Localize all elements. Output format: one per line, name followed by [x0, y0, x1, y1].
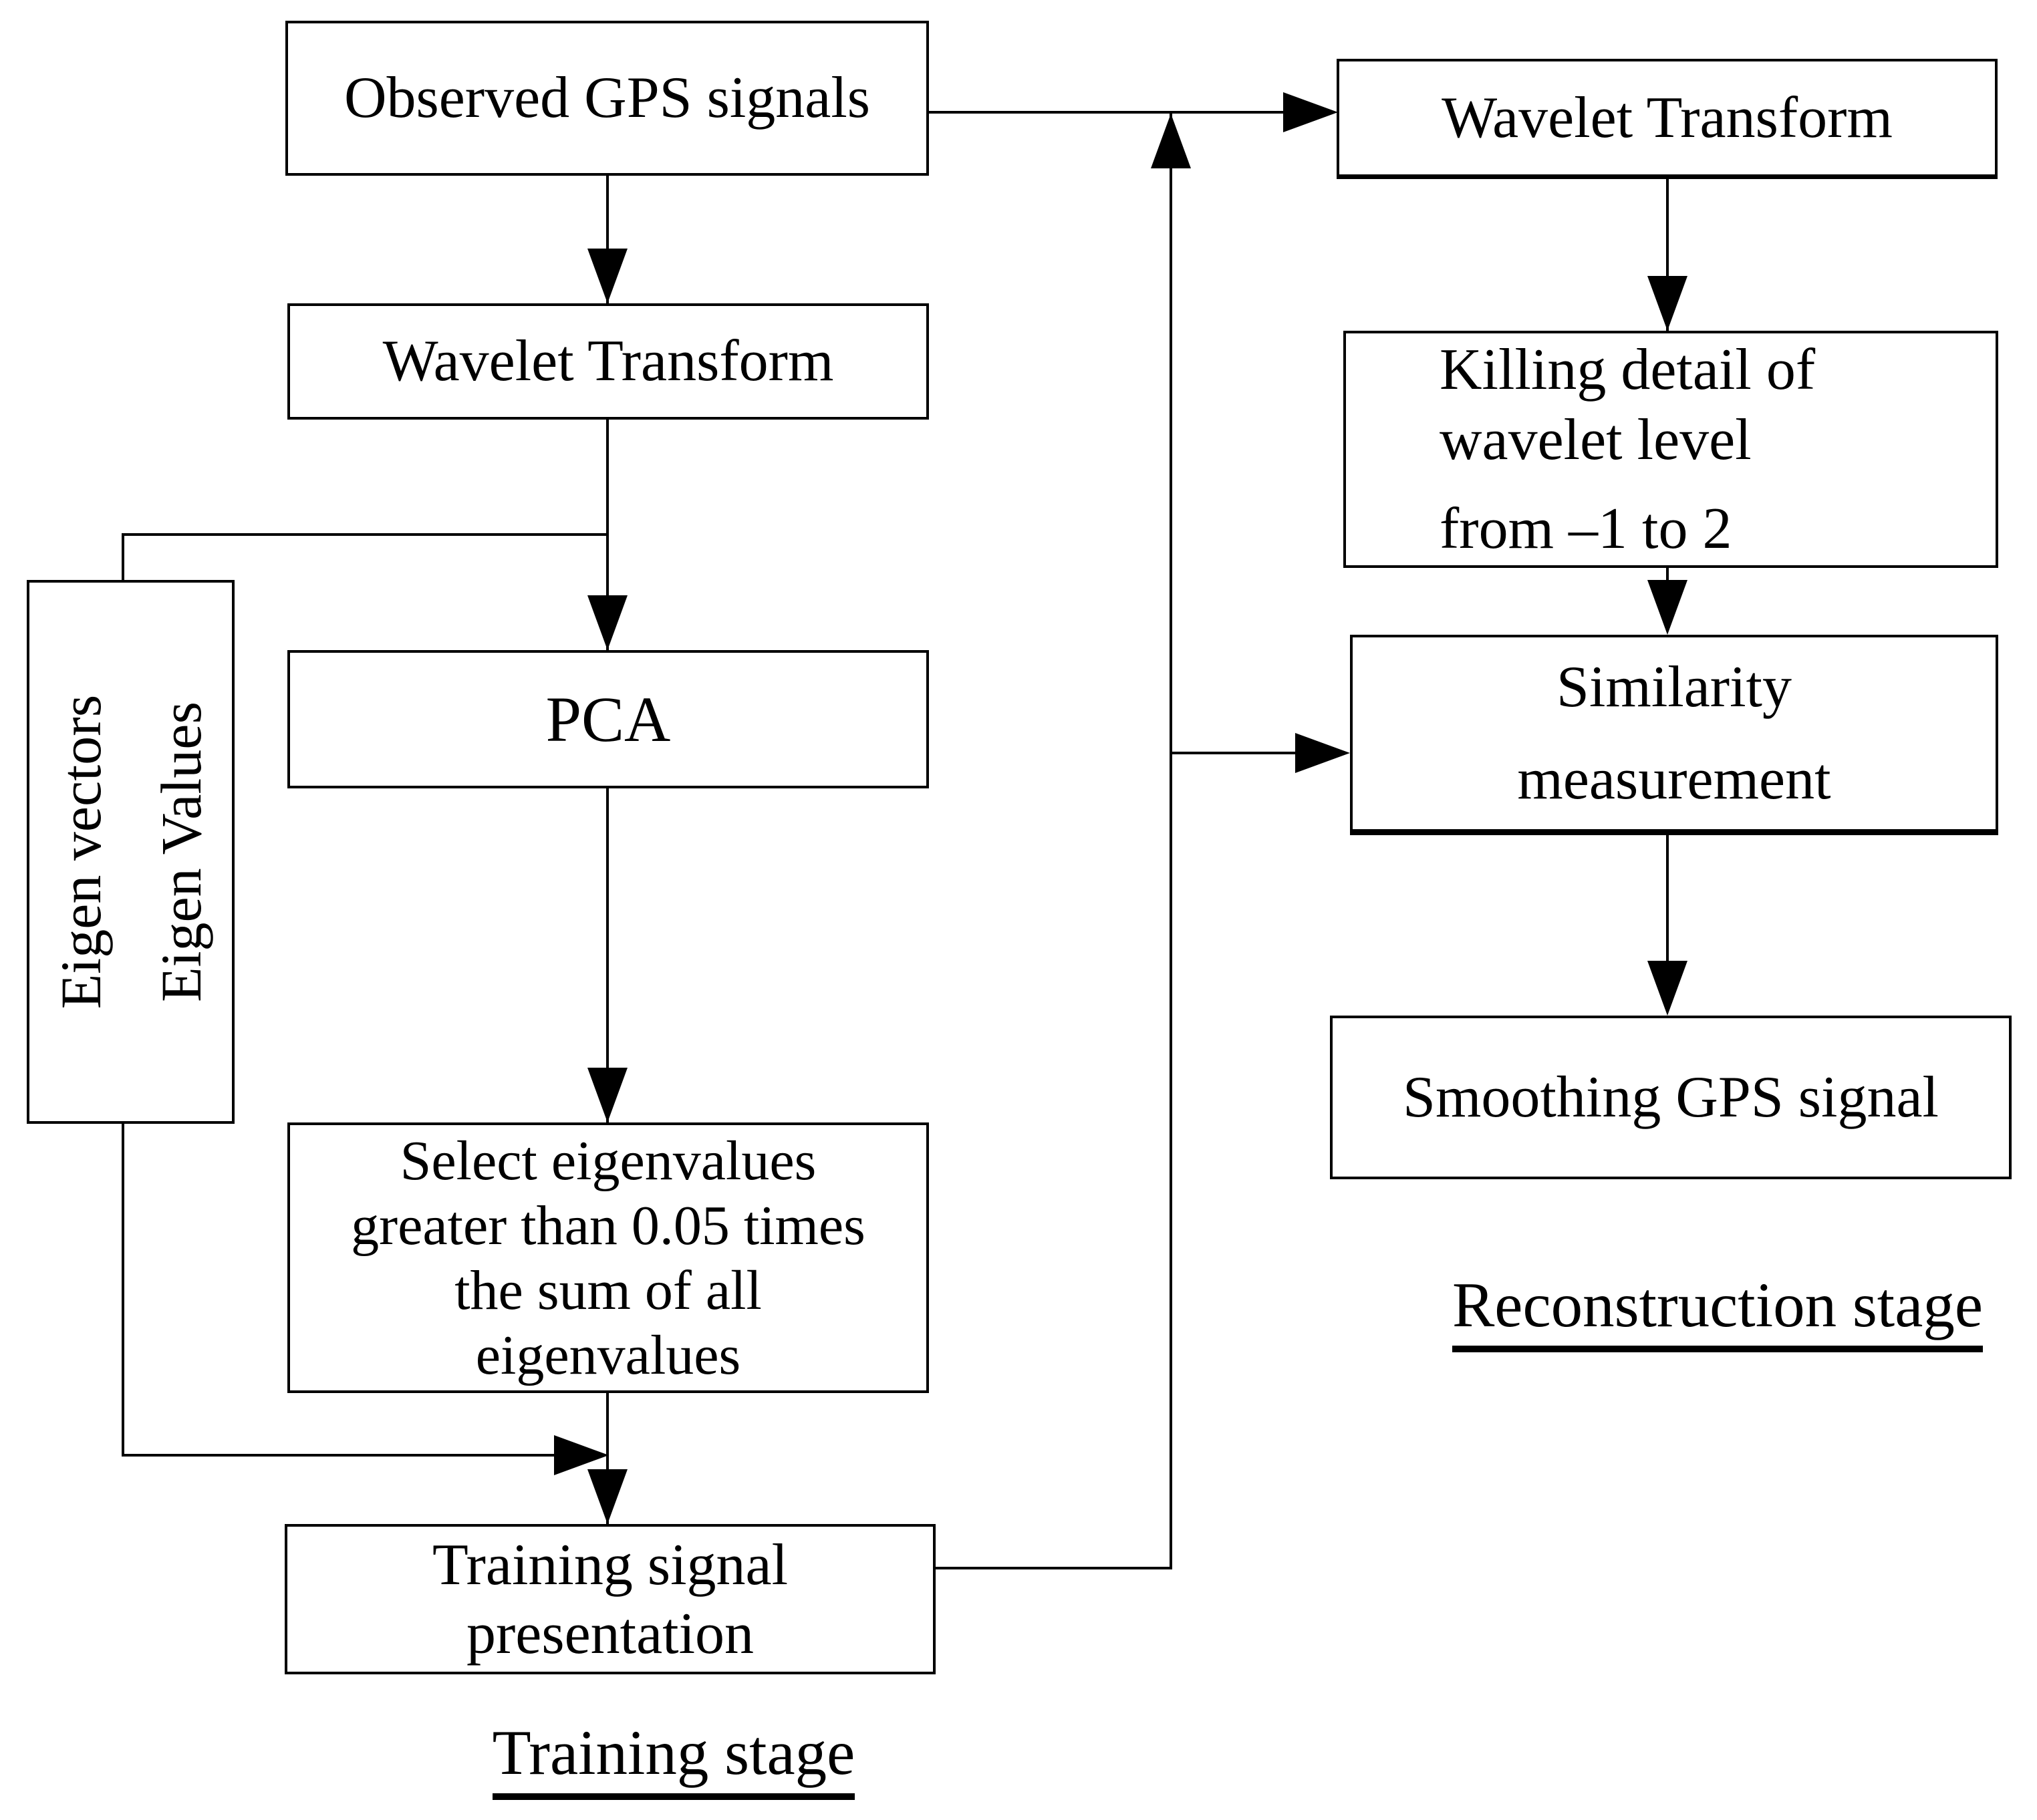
- node-label-line: Killing detail of: [1440, 337, 1816, 402]
- node-label-line: Eigen vectors: [48, 694, 113, 1010]
- arrowhead-down-wavelet: [587, 249, 628, 303]
- node-label-line: wavelet level: [1440, 408, 1752, 472]
- connector-feedback-vertical: [1170, 114, 1172, 1569]
- connector-rwavelet-to-killing: [1666, 179, 1669, 333]
- node-wavelet-transform-reconstruction: Wavelet Transform: [1337, 59, 1998, 179]
- arrowhead-right-merge: [554, 1435, 609, 1475]
- node-label-line: the sum of all: [454, 1259, 762, 1322]
- rotated-text: Eigen vectors Eigen Values: [31, 695, 231, 1009]
- connector-eigen-bottom-vertical: [122, 1124, 124, 1457]
- arrowhead-right-wavelet-reconstruction: [1283, 92, 1338, 132]
- node-label: Smoothing GPS signal: [1403, 1064, 1939, 1130]
- arrowhead-down-similarity: [1647, 580, 1687, 635]
- connector-training-exit-horizontal: [936, 1567, 1172, 1569]
- node-wavelet-transform-training: Wavelet Transform: [287, 303, 929, 420]
- node-label-line: Select eigenvalues: [400, 1129, 817, 1192]
- connector-eigen-bottom-horizontal: [122, 1454, 554, 1457]
- arrowhead-down-killing: [1647, 276, 1687, 331]
- connector-similarity-to-smoothing: [1666, 835, 1669, 965]
- label-training-stage: Training stage: [473, 1716, 874, 1800]
- node-label-line: Eigen Values: [148, 702, 213, 1002]
- node-label-line: Similarity: [1556, 654, 1792, 720]
- node-label: Wavelet Transform: [382, 329, 834, 394]
- connector-select-to-training: [606, 1393, 609, 1524]
- connector-observed-to-reconstruction: [929, 111, 1284, 114]
- node-training-signal-presentation: Training signal presentation: [285, 1524, 936, 1674]
- connector-killing-to-similarity: [1666, 568, 1669, 588]
- label-reconstruction-stage: Reconstruction stage: [1410, 1268, 2025, 1352]
- connector-pca-to-select: [606, 788, 609, 1122]
- node-killing-detail-wavelet-level: Killing detail of wavelet level from –1 …: [1343, 331, 1998, 568]
- node-label: Wavelet Transform: [1442, 85, 1893, 150]
- connector-branch-to-similarity: [1170, 752, 1297, 754]
- arrowhead-down-training: [587, 1469, 628, 1524]
- node-smoothing-gps-signal: Smoothing GPS signal: [1330, 1016, 2012, 1179]
- node-label-line: from –1 to 2: [1440, 496, 1732, 561]
- node-eigen-vectors-values: Eigen vectors Eigen Values: [27, 580, 235, 1124]
- node-label-line: greater than 0.05 times: [351, 1194, 865, 1257]
- node-label-line: eigenvalues: [475, 1324, 741, 1386]
- node-label: PCA: [545, 683, 671, 755]
- node-label-line: Training signal: [432, 1532, 789, 1598]
- node-label-line: measurement: [1517, 746, 1831, 812]
- connector-branch-to-eigen-vertical: [122, 533, 124, 580]
- connector-observed-to-wavelet: [606, 176, 609, 303]
- node-label: Observed GPS signals: [344, 65, 871, 131]
- connector-branch-to-eigen-horizontal: [122, 533, 609, 536]
- node-similarity-measurement: Similarity measurement: [1350, 635, 1998, 835]
- arrowhead-right-similarity: [1295, 733, 1350, 773]
- node-label-line: presentation: [466, 1601, 755, 1666]
- arrowhead-down-pca: [587, 595, 628, 650]
- arrowhead-down-smoothing: [1647, 961, 1687, 1016]
- node-pca: PCA: [287, 650, 929, 788]
- node-observed-gps-signals: Observed GPS signals: [285, 21, 929, 176]
- arrowhead-down-select: [587, 1068, 628, 1122]
- node-select-eigenvalues: Select eigenvalues greater than 0.05 tim…: [287, 1122, 929, 1393]
- arrowhead-up-junction: [1151, 114, 1191, 168]
